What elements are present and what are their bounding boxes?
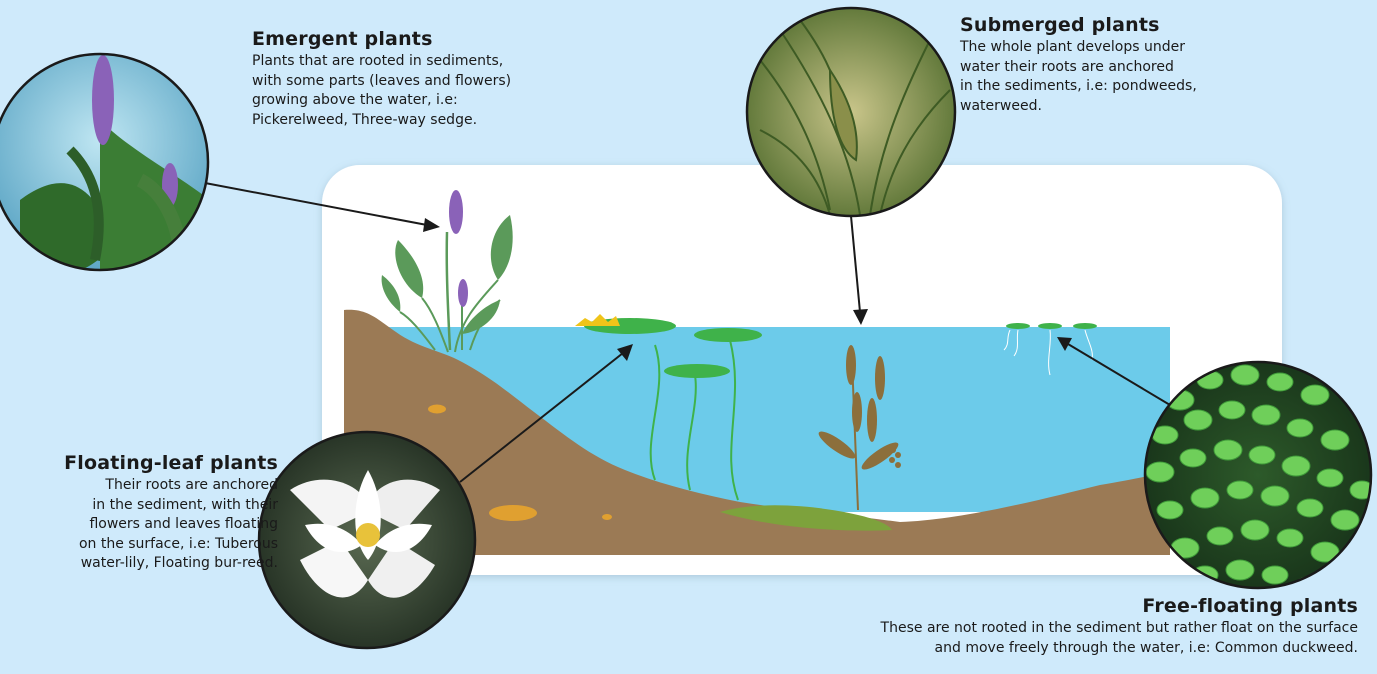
floating-leaf-plants-description: Their roots are anchored in the sediment… <box>0 476 278 574</box>
free-floating-plants-description: These are not rooted in the sediment but… <box>600 619 1358 658</box>
emergent-plants-callout: Emergent plants Plants that are rooted i… <box>252 28 582 130</box>
description-line: waterweed. <box>960 98 1042 114</box>
submerged-plants-callout: Submerged plants The whole plant develop… <box>960 14 1230 116</box>
description-line: in the sediment, with their <box>92 497 278 513</box>
description-line: Plants that are rooted in sediments, <box>252 53 503 69</box>
description-line: The whole plant develops under <box>960 39 1185 55</box>
description-line: water-lily, Floating bur-reed. <box>81 555 278 571</box>
sediment-pebble <box>428 405 446 414</box>
floating-leaf-plants-title: Floating-leaf plants <box>0 452 278 474</box>
submerged-plants-description: The whole plant develops under water the… <box>960 38 1230 116</box>
sediment-pebble <box>602 514 612 520</box>
emergent-plants-title: Emergent plants <box>252 28 582 50</box>
floating-leaf-plants-callout: Floating-leaf plants Their roots are anc… <box>0 452 278 574</box>
description-line: water their roots are anchored <box>960 59 1174 75</box>
sediment-pebble <box>489 505 537 521</box>
description-line: growing above the water, i.e: <box>252 92 458 108</box>
emergent-plants-description: Plants that are rooted in sediments, wit… <box>252 52 582 130</box>
description-line: These are not rooted in the sediment but… <box>881 620 1358 636</box>
submerged-plants-title: Submerged plants <box>960 14 1230 36</box>
free-floating-plants-title: Free-floating plants <box>600 595 1358 617</box>
water-lily-photo <box>259 432 475 648</box>
description-line: Pickerelweed, Three-way sedge. <box>252 112 477 128</box>
description-line: on the surface, i.e: Tuberous <box>79 536 278 552</box>
free-floating-plants-callout: Free-floating plants These are not roote… <box>600 595 1358 658</box>
description-line: Their roots are anchored <box>105 477 278 493</box>
description-line: in the sediments, i.e: pondweeds, <box>960 78 1197 94</box>
pickerelweed-photo <box>0 54 210 280</box>
submerged-photo <box>747 8 955 216</box>
description-line: flowers and leaves floating <box>89 516 278 532</box>
description-line: and move freely through the water, i.e: … <box>935 640 1358 656</box>
description-line: with some parts (leaves and flowers) <box>252 73 511 89</box>
